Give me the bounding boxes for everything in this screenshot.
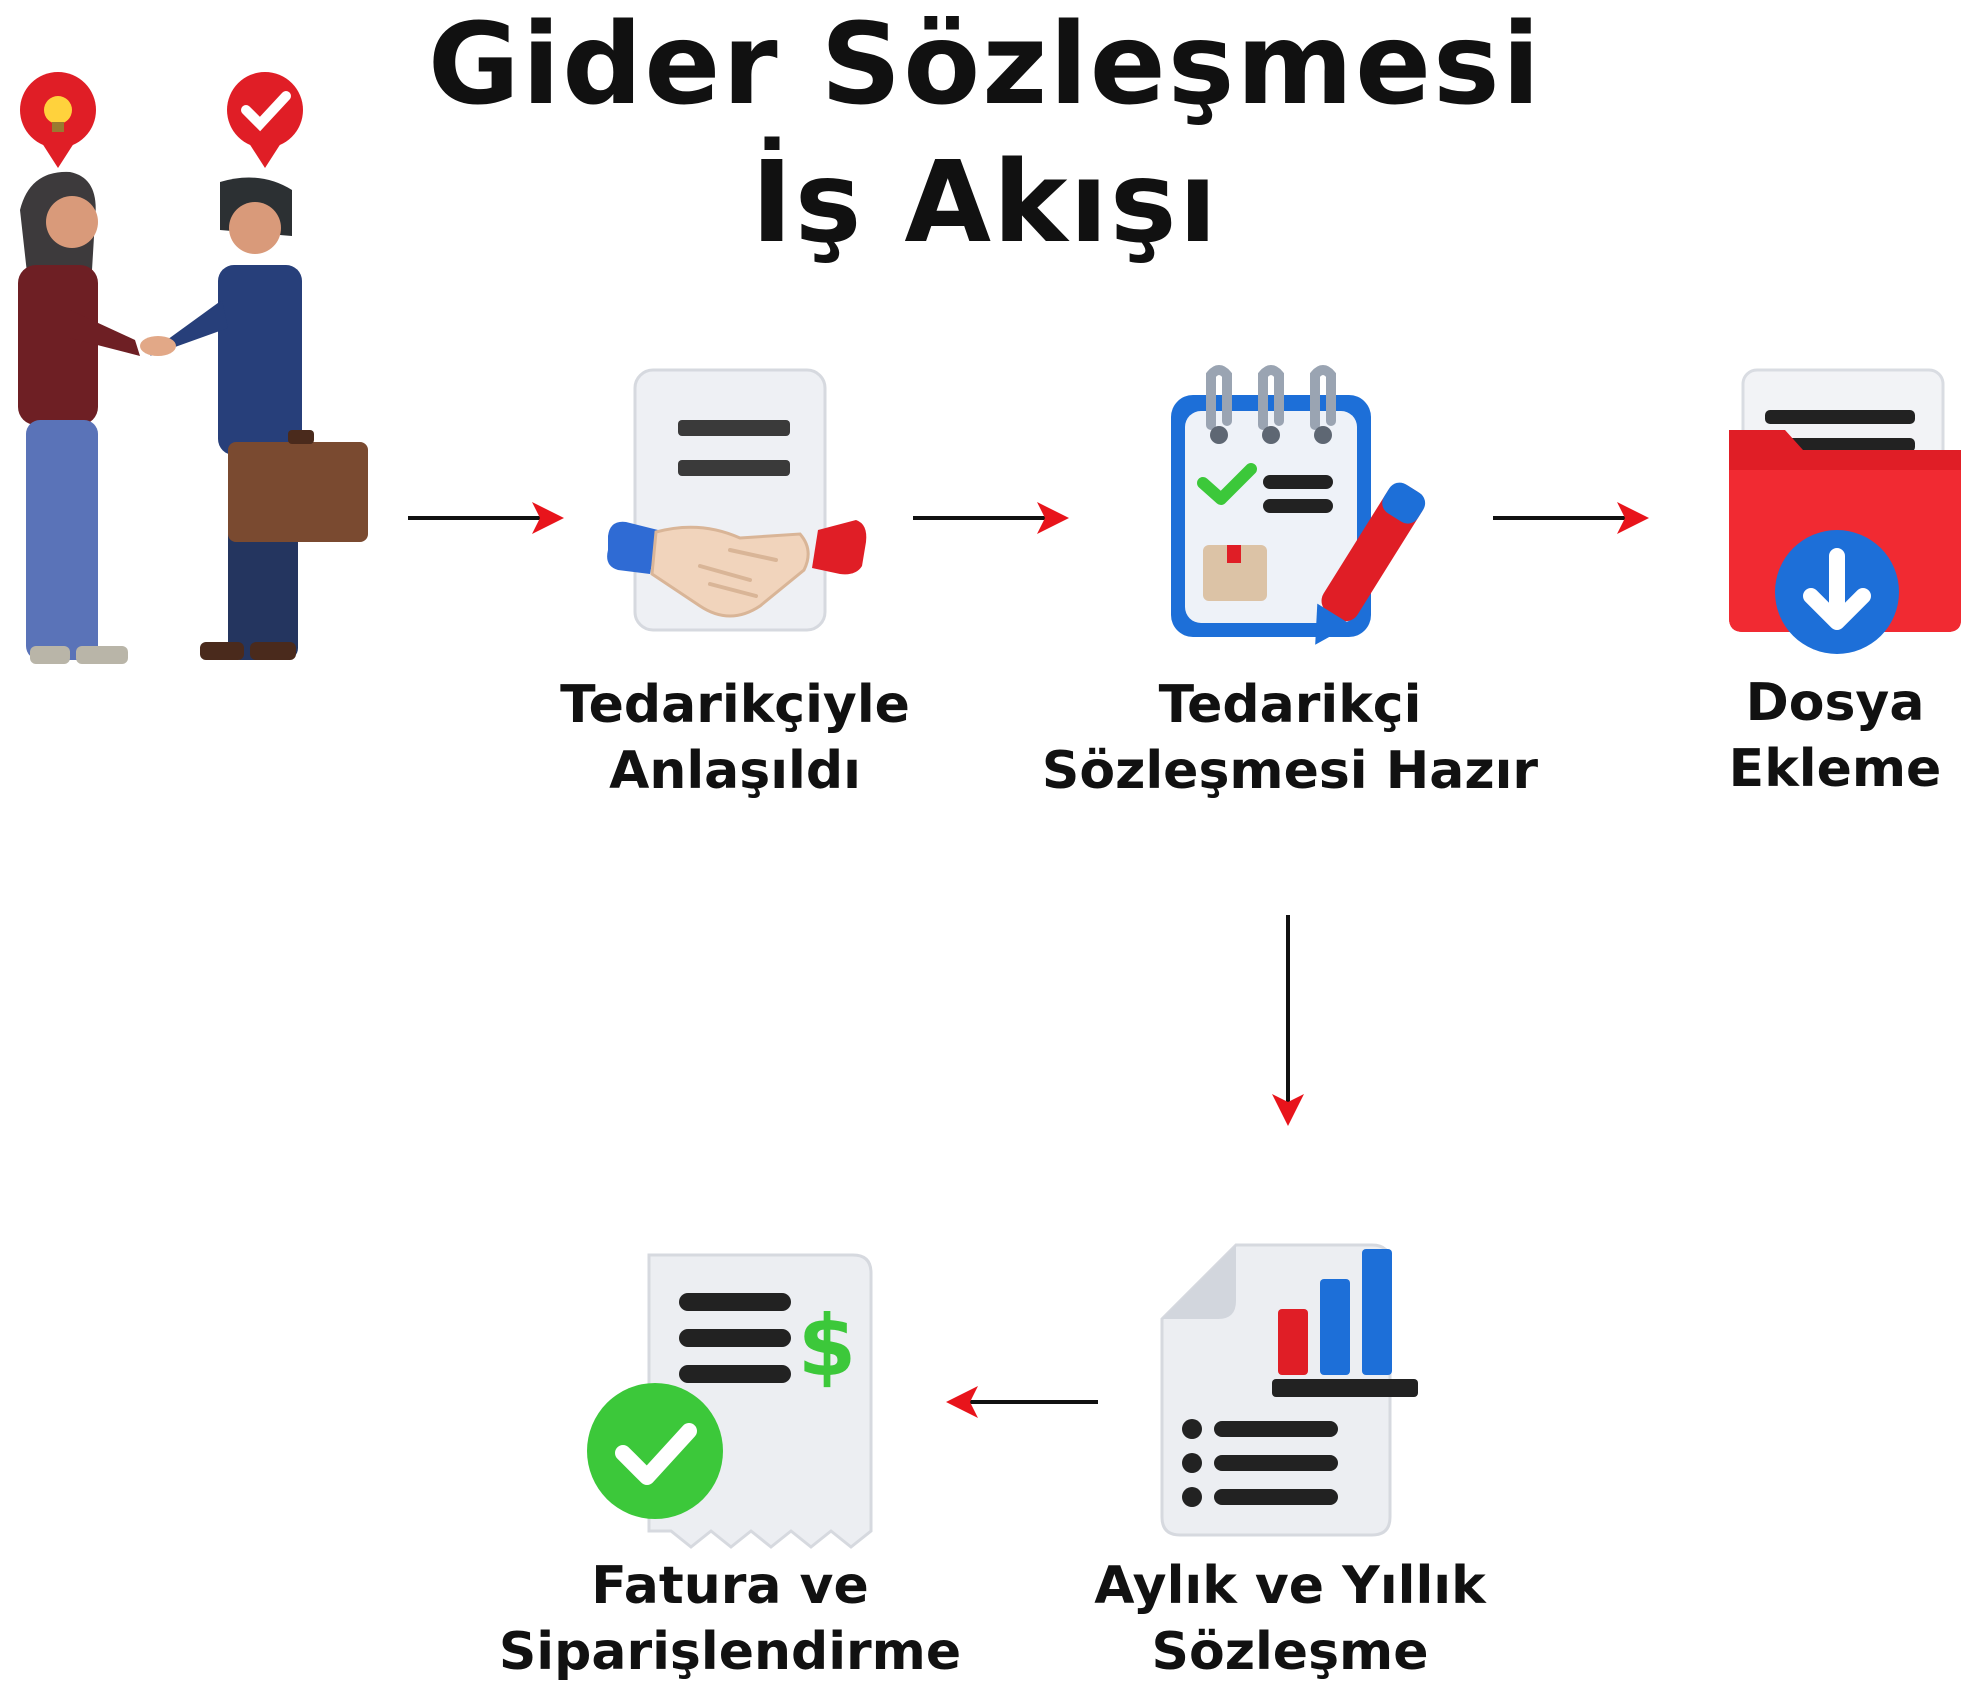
title-line-2: İş Akışı	[751, 138, 1219, 268]
step-label-line: Fatura ve	[591, 1556, 869, 1616]
step-label-line: Aylık ve Yıllık	[1094, 1556, 1486, 1616]
step-label-monthly-yearly: Aylık ve Yıllık Sözleşme	[1050, 1553, 1530, 1685]
arrow-step2-to-step3	[1493, 502, 1649, 534]
step-label-invoice-order: Fatura ve Siparişlendirme	[460, 1553, 1000, 1685]
step-label-file-attach: Dosya Ekleme	[1700, 670, 1970, 802]
arrow-step1-to-step2	[913, 502, 1069, 534]
arrow-step2-to-step4	[1272, 915, 1304, 1126]
step-label-line: Ekleme	[1728, 739, 1942, 799]
business-handshake-illustration	[18, 72, 368, 664]
report-chart-icon	[1160, 1243, 1418, 1537]
arrow-people-to-step1	[408, 502, 564, 534]
arrow-step4-to-step5	[946, 1386, 1098, 1418]
step-label-line: Tedarikçi	[1158, 675, 1422, 735]
diagram-title: Gider Sözleşmesi İş Akışı	[0, 0, 1970, 272]
folder-download-icon	[1729, 368, 1961, 654]
step-label-line: Sözleşmesi Hazır	[1041, 741, 1539, 801]
handshake-document-icon	[607, 368, 867, 632]
svg-text:$: $	[798, 1297, 856, 1395]
step-label-line: Dosya	[1745, 673, 1925, 733]
idea-pin-icon	[20, 72, 96, 168]
notepad-checklist-icon	[1171, 365, 1426, 645]
step-label-contract-ready: Tedarikçi Sözleşmesi Hazır	[1010, 672, 1570, 804]
step-label-line: Sözleşme	[1151, 1622, 1429, 1682]
step-label-agreed: Tedarikçiyle Anlaşıldı	[480, 672, 990, 804]
check-pin-icon	[227, 72, 303, 168]
woman-figure	[18, 171, 140, 664]
step-label-line: Siparişlendirme	[498, 1622, 962, 1682]
man-figure	[150, 177, 368, 660]
step-label-line: Anlaşıldı	[609, 741, 861, 801]
invoice-check-icon: $	[587, 1253, 873, 1549]
step-label-line: Tedarikçiyle	[560, 675, 910, 735]
title-line-1: Gider Sözleşmesi	[427, 0, 1543, 130]
